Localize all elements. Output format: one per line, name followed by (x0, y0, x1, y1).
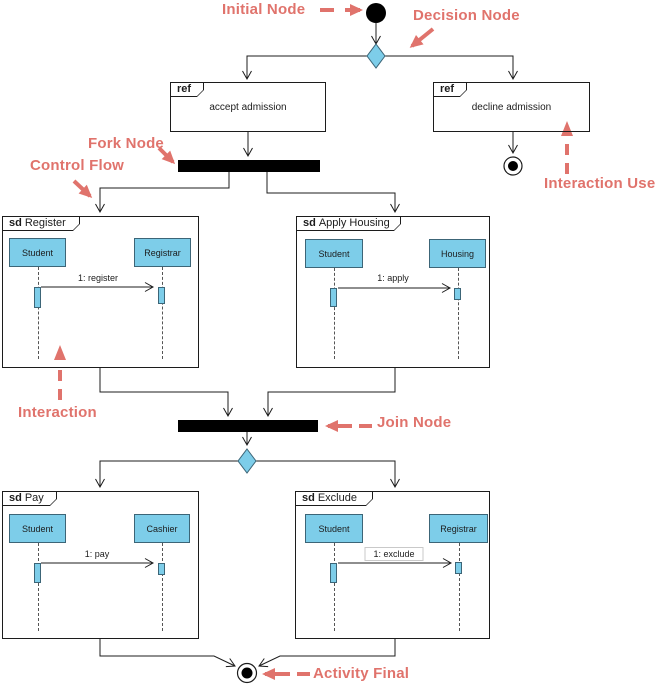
lifeline (38, 543, 39, 631)
message-arrows (41, 282, 453, 568)
activation-bar (330, 563, 337, 583)
control-flow-edges (95, 23, 518, 668)
lifeline-head: Student (305, 514, 363, 543)
sd-keyword: sd (9, 491, 22, 504)
lifeline-head: Housing (429, 239, 486, 268)
sd-title: Apply Housing (318, 216, 390, 229)
control-flow-arrow (72, 179, 93, 199)
sd-title: Pay (24, 491, 44, 504)
activation-bar (158, 563, 165, 575)
join-node (178, 420, 318, 432)
activation-bar (455, 562, 462, 574)
sd-keyword: sd (302, 491, 315, 504)
sd-title: Exclude (317, 491, 357, 504)
frame-tab-fill (3, 217, 79, 230)
fork-node-label: Fork Node (88, 135, 164, 152)
ref-frame-decline-tab: ref (433, 82, 467, 97)
edge-decision-to-accept (242, 55, 367, 81)
ref-frame-decline: ref decline admission (433, 82, 590, 132)
message-label: 1: register (77, 273, 119, 283)
sd-title: Register (24, 216, 66, 229)
control-flow-label: Control Flow (30, 157, 125, 174)
edge-fork-to-apply-housing (266, 172, 400, 214)
frame-tab-fill (296, 492, 372, 505)
activation-bar (330, 288, 337, 307)
edge-decision2-to-pay (95, 460, 238, 489)
lifeline-head: Registrar (429, 514, 488, 543)
decision-node-bottom (237, 448, 257, 474)
final-node-decline (503, 156, 523, 176)
ref-keyword: ref (177, 82, 192, 95)
lifeline (458, 268, 459, 359)
lifeline-head: Student (9, 514, 66, 543)
interaction-label: Interaction (18, 404, 97, 421)
lifeline-head: Cashier (134, 514, 190, 543)
activity-nodes (178, 3, 523, 684)
frame-tab-fill (434, 83, 466, 96)
edge-decision2-to-exclude (256, 460, 400, 489)
edge-decision-to-decline (385, 55, 518, 81)
interaction-arrowhead (54, 345, 66, 360)
edge-apply-housing-to-join (263, 368, 396, 418)
initial-node-label: Initial Node (222, 1, 306, 18)
decision-node-arrow (409, 27, 435, 48)
interaction-use-arrowhead (561, 121, 573, 136)
activity-final-label: Activity Final (313, 665, 410, 682)
edge-pay-to-activity-final (99, 639, 236, 668)
frame-tab-fill (171, 83, 203, 96)
frame-tab-label: ref (170, 82, 198, 95)
sd-keyword: sd (303, 216, 316, 229)
ref-frame-accept-tab: ref (170, 82, 204, 97)
ref-frame-title: accept admission (209, 101, 287, 113)
activation-bar (34, 563, 41, 583)
fork-node (178, 160, 320, 172)
activity-final-node (236, 662, 258, 684)
activation-bar (34, 287, 41, 308)
decision-node-top (366, 43, 386, 69)
join-node-label: Join Node (377, 414, 452, 431)
edge-fork-to-register (95, 172, 230, 214)
lifeline-head: Registrar (134, 238, 191, 267)
sd-keyword: sd (9, 216, 22, 229)
annotation-arrows (54, 4, 573, 680)
frame-tab-fill (3, 492, 56, 505)
lifeline (162, 267, 163, 359)
decision-node-label: Decision Node (413, 7, 520, 24)
lifeline (162, 543, 163, 631)
edge-register-to-join (99, 368, 233, 418)
lifeline-head: Student (9, 238, 66, 267)
initial-node (366, 3, 386, 23)
lifeline (38, 267, 39, 359)
fork-node-arrow (157, 146, 176, 165)
frame-tab-label: ref (433, 82, 461, 95)
ref-frame-title: decline admission (471, 101, 552, 113)
lifeline (334, 268, 335, 359)
message-label: 1: pay (84, 549, 110, 559)
lifeline-head: Student (305, 239, 363, 268)
message-label: 1: apply (377, 273, 409, 283)
interaction-use-label: Interaction Use (544, 175, 656, 192)
ref-frame-accept: ref accept admission (170, 82, 326, 132)
activation-bar (158, 287, 165, 304)
lifeline (459, 543, 460, 631)
activation-bar (454, 288, 461, 300)
lifeline (334, 543, 335, 631)
edge-exclude-to-activity-final (258, 639, 396, 668)
ref-keyword: ref (440, 82, 455, 95)
message-label: 1: exclude (364, 547, 424, 561)
frame-tab-fill (297, 217, 400, 230)
